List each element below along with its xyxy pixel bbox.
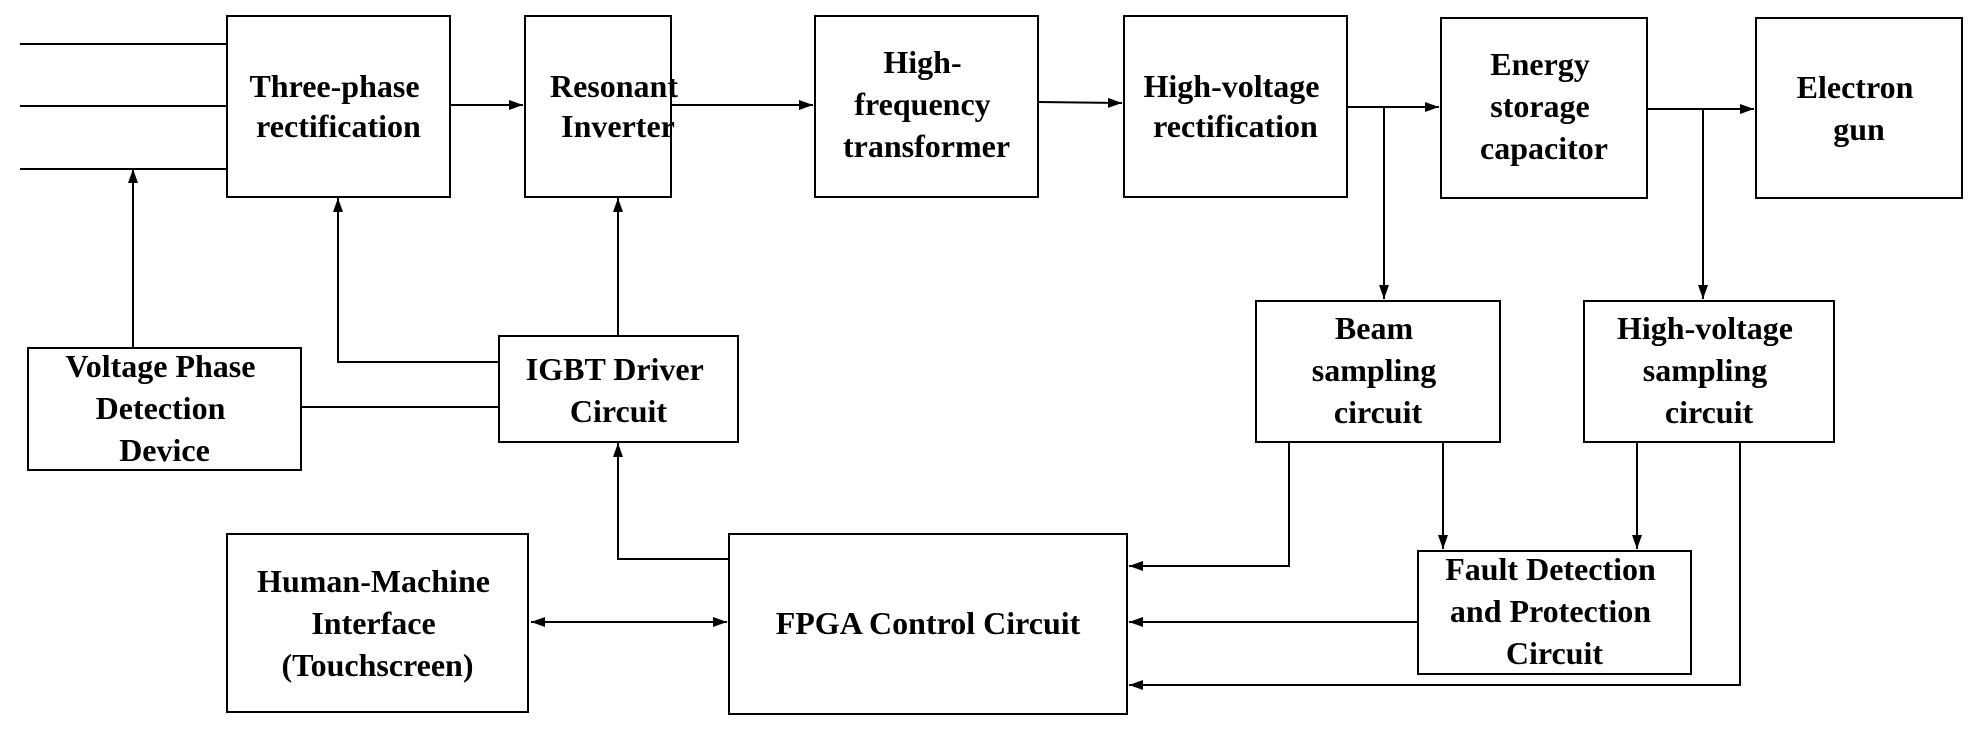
high-voltage-rectification-label: High-voltage rectification [1144, 68, 1328, 144]
fpga-control-circuit-block: FPGA Control Circuit [728, 533, 1128, 715]
label-line: Circuit [570, 393, 668, 429]
fault-detection-protection-label: Fault Detection and Protection Circuit [1445, 551, 1664, 671]
high-frequency-transformer-block: High- frequency transformer [814, 15, 1039, 198]
arrow-hv-sampling-to-fpga [1129, 443, 1741, 690]
arrow-beam-sampling-to-fpga [1129, 443, 1290, 571]
label-line: High-voltage [1617, 310, 1793, 346]
three-phase-rectification-label: Three-phase rectification [249, 68, 427, 144]
label-line: High-voltage [1144, 68, 1320, 104]
fault-detection-protection-block: Fault Detection and Protection Circuit [1417, 550, 1692, 675]
label-line: Interface [311, 605, 435, 641]
label-line: circuit [1334, 394, 1423, 430]
label-line: sampling [1643, 352, 1767, 388]
label-line: Device [119, 432, 210, 468]
voltage-phase-detection-block: Voltage Phase Detection Device [27, 347, 302, 471]
label-line: Detection [96, 390, 226, 426]
label-line: Energy [1490, 46, 1590, 82]
igbt-driver-circuit-block: IGBT Driver Circuit [498, 335, 739, 443]
label-line: Electron [1797, 69, 1914, 105]
label-line: transformer [843, 128, 1010, 164]
energy-storage-capacitor-label: Energy storage capacitor [1480, 46, 1608, 166]
label-line: (Touchscreen) [282, 647, 474, 683]
label-line: Resonant [550, 68, 678, 104]
label-line: Beam [1335, 310, 1414, 346]
arrow-fpga-to-igbt [613, 443, 728, 560]
label-line: capacitor [1480, 130, 1608, 166]
high-frequency-transformer-label: High- frequency transformer [843, 44, 1010, 164]
label-line: sampling [1312, 352, 1436, 388]
label-line: rectification [256, 108, 421, 144]
label-line: frequency [854, 86, 990, 122]
label-line: and Protection [1450, 593, 1651, 629]
label-line: FPGA Control Circuit [776, 605, 1081, 641]
label-line: Inverter [561, 108, 675, 144]
voltage-phase-detection-label: Voltage Phase Detection Device [66, 348, 264, 468]
connections [20, 43, 1754, 690]
label-line: storage [1490, 88, 1590, 124]
label-line: Voltage Phase [66, 348, 256, 384]
electron-gun-label: Electron gun [1797, 69, 1922, 147]
arrow-igbt-to-rectification [333, 198, 499, 363]
label-line: gun [1833, 111, 1885, 147]
fpga-control-circuit-label: FPGA Control Circuit [776, 605, 1081, 641]
high-voltage-rectification-block: High-voltage rectification [1123, 15, 1348, 198]
label-line: Fault Detection [1445, 551, 1656, 587]
arrow-transformer-to-hv-rectifier [1037, 97, 1123, 108]
human-machine-interface-label: Human-Machine Interface (Touchscreen) [257, 563, 498, 683]
label-line: Human-Machine [257, 563, 490, 599]
resonant-inverter-block: Resonant Inverter [524, 15, 686, 198]
resonant-inverter-label: Resonant Inverter [550, 68, 686, 144]
igbt-driver-circuit-label: IGBT Driver Circuit [526, 351, 711, 429]
three-phase-rectification-block: Three-phase rectification [226, 15, 451, 198]
label-line: circuit [1665, 394, 1754, 430]
label-line: rectification [1153, 108, 1318, 144]
beam-sampling-circuit-block: Beam sampling circuit [1255, 300, 1501, 443]
high-voltage-sampling-circuit-label: High-voltage sampling circuit [1617, 310, 1801, 430]
label-line: Circuit [1506, 635, 1604, 671]
human-machine-interface-block: Human-Machine Interface (Touchscreen) [226, 533, 529, 713]
high-voltage-sampling-circuit-block: High-voltage sampling circuit [1583, 300, 1835, 443]
electron-gun-block: Electron gun [1755, 17, 1963, 199]
beam-sampling-circuit-label: Beam sampling circuit [1312, 310, 1444, 430]
label-line: Three-phase [249, 68, 419, 104]
label-line: IGBT Driver [526, 351, 704, 387]
label-line: High- [883, 44, 961, 80]
energy-storage-capacitor-block: Energy storage capacitor [1440, 17, 1648, 199]
